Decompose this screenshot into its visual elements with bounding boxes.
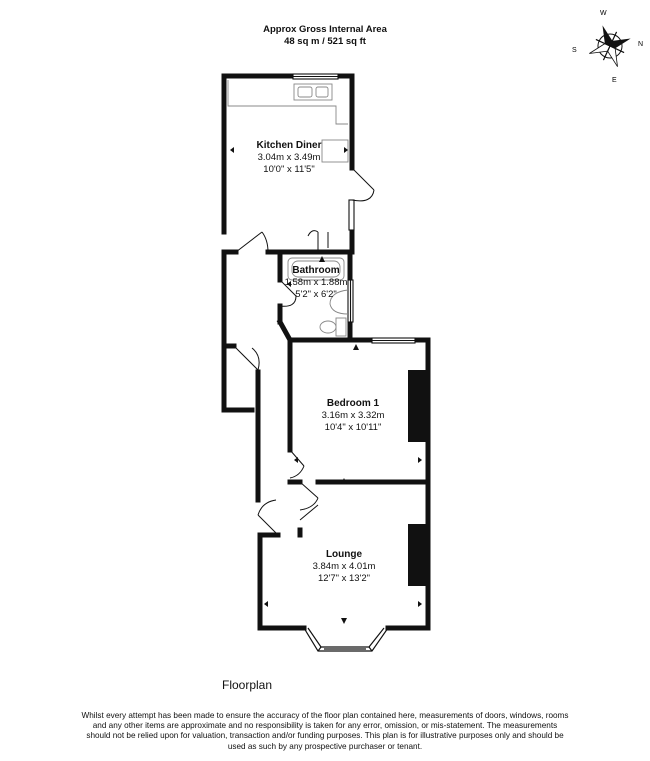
compass-icon: W S N E	[572, 10, 643, 84]
doors	[233, 167, 375, 536]
bathroom-name: Bathroom	[292, 265, 339, 276]
disclaimer: Whilst every attempt has been made to en…	[81, 711, 569, 751]
dimension-arrows	[230, 147, 422, 624]
bathroom-imperial: 5'2" x 6'2"	[295, 289, 337, 300]
area-size: 48 sq m / 521 sq ft	[284, 36, 366, 47]
area-title: Approx Gross Internal Area	[263, 24, 387, 35]
kitchen-metric: 3.04m x 3.49m	[258, 152, 321, 163]
compass-east: N	[638, 41, 643, 48]
lounge-name: Lounge	[326, 549, 363, 560]
kitchen-left-wall	[221, 73, 296, 235]
bay-window	[303, 627, 389, 652]
kitchen-imperial: 10'0" x 11'5"	[263, 164, 314, 175]
bedroom-name: Bedroom 1	[327, 398, 380, 409]
lounge-metric: 3.84m x 4.01m	[313, 561, 376, 572]
bathroom-metric: 1.58m x 1.88m	[285, 277, 348, 288]
compass-south: S	[572, 47, 577, 54]
floorplan-label: Floorplan	[222, 678, 273, 692]
bedroom-imperial: 10'4" x 10'11"	[325, 422, 382, 433]
fixtures	[227, 80, 349, 337]
windows	[292, 73, 416, 344]
bedroom-metric: 3.16m x 3.32m	[322, 410, 385, 421]
kitchen-name: Kitchen Diner	[256, 140, 321, 151]
chimney-breasts	[408, 370, 428, 586]
lounge-imperial: 12'7" x 13'2"	[318, 573, 370, 584]
compass-west: E	[612, 77, 617, 84]
walls	[221, 73, 431, 631]
compass-north: W	[600, 10, 607, 17]
